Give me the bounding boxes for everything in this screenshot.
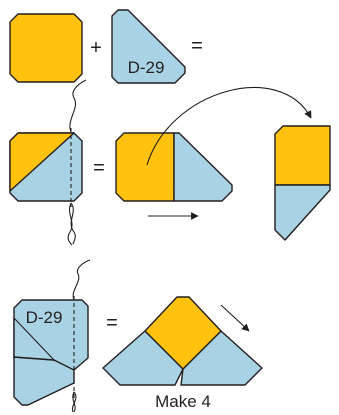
fold-arrow-curve [146, 87, 312, 166]
equals-sign-2: = [93, 157, 105, 179]
d29-blue-piece [111, 9, 186, 84]
row3-thread-bottom-2 [71, 391, 77, 413]
equals-sign-1: = [191, 35, 203, 57]
thread-bottom-2 [70, 202, 76, 245]
yellow-square-piece [9, 13, 83, 83]
row-2-sewn-unit: = [9, 79, 105, 246]
flipped-yellow-top [274, 125, 331, 186]
plus-sign: + [90, 37, 102, 59]
pressed-blue-triangle [173, 132, 233, 202]
row-1-pieces: + D-29 = [9, 9, 203, 84]
result-press-arrow [220, 304, 250, 332]
d29-label: D-29 [128, 58, 165, 77]
row3-d29-label: D-29 [26, 308, 63, 327]
pressed-yellow-square [115, 132, 175, 202]
sewn-unit-yellow-triangle [9, 132, 75, 192]
row-3-result-unit [102, 296, 263, 386]
thread-bottom [67, 202, 73, 246]
thread-top [69, 79, 87, 133]
row-2-flipped-unit [274, 125, 331, 241]
row3-seam [13, 317, 55, 361]
equals-sign-3: = [106, 312, 118, 334]
make-4-caption: Make 4 [155, 392, 211, 411]
row-3-unit: D-29 = [13, 259, 118, 413]
result-yellow-diamond [144, 296, 222, 370]
row3-thread-top [72, 259, 91, 301]
flipped-blue-bottom [274, 184, 331, 241]
row-2-pressed-unit [115, 87, 312, 220]
